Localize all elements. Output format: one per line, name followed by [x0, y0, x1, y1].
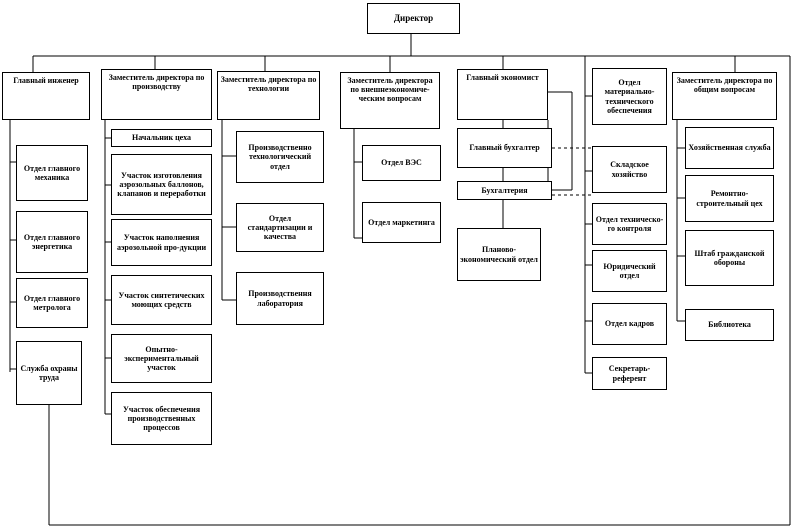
- fea-dept-box: Отдел ВЭС: [362, 145, 441, 181]
- aerosol-cylinders-box: Участок изготовления аэрозольных баллоно…: [111, 154, 212, 215]
- civil-defense-box: Штаб гражданской обороны: [685, 230, 774, 286]
- repair-shop-box: Ремонтно-строительный цех: [685, 175, 774, 222]
- prod-tech-dept-box: Производственно технологический отдел: [236, 131, 324, 183]
- chief-economist-label: Главный экономист: [466, 73, 539, 82]
- chief-accountant-label: Главный бухгалтер: [469, 143, 540, 153]
- deputy-general-box: Заместитель директора по общим вопросам: [672, 72, 777, 120]
- tech-control-box: Отдел техническо-го контроля: [592, 203, 667, 245]
- deputy-foreign-label: Заместитель директора по внешнеэкономиче…: [347, 76, 433, 104]
- aerosol-filling-label: Участок наполнения аэрозольной про-дукци…: [116, 233, 207, 252]
- chief-engineer-label: Главный инженер: [13, 76, 79, 85]
- energy-dept-label: Отдел главного энергетика: [23, 232, 81, 251]
- director-label: Директор: [393, 13, 434, 24]
- repair-shop-label: Ремонтно-строительный цех: [696, 189, 763, 208]
- accounting-label: Бухгалтерия: [481, 185, 528, 195]
- hr-dept-label: Отдел кадров: [604, 319, 655, 329]
- labor-safety-label: Служба охраны труда: [20, 363, 78, 382]
- detergents-box: Участок синтетических моющих средств: [111, 275, 212, 325]
- deputy-technology-box: Заместитель директора по технологии: [217, 71, 320, 120]
- household-box: Хозяйственная служба: [685, 127, 774, 169]
- marketing-box: Отдел маркетинга: [362, 202, 441, 243]
- warehouse-box: Складское хозяйство: [592, 146, 667, 193]
- detergents-label: Участок синтетических моющих средств: [118, 290, 205, 309]
- legal-dept-label: Юридический отдел: [603, 261, 656, 280]
- mechanic-dept-label: Отдел главного механика: [23, 163, 81, 182]
- supply-dept-label: Отдел материально-технического обеспечен…: [604, 78, 655, 115]
- deputy-production-box: Заместитель директора по производству: [101, 69, 212, 120]
- aerosol-cylinders-label: Участок изготовления аэрозольных баллоно…: [117, 170, 206, 199]
- shop-head-label: Начальник цеха: [132, 133, 191, 143]
- fea-dept-label: Отдел ВЭС: [381, 158, 422, 168]
- deputy-production-label: Заместитель директора по производству: [108, 73, 205, 92]
- standardization-label: Отдел стандартизации и качества: [247, 213, 313, 242]
- mechanic-dept-box: Отдел главного механика: [16, 145, 88, 201]
- deputy-foreign-box: Заместитель директора по внешнеэкономиче…: [340, 72, 440, 129]
- library-label: Библиотека: [708, 320, 751, 330]
- hr-dept-box: Отдел кадров: [592, 303, 667, 345]
- experimental-label: Опытно-экспериментальный участок: [124, 344, 199, 373]
- chief-engineer-box: Главный инженер: [2, 72, 90, 120]
- chief-economist-box: Главный экономист: [457, 69, 548, 120]
- household-label: Хозяйственная служба: [688, 143, 771, 153]
- legal-dept-box: Юридический отдел: [592, 250, 667, 292]
- tech-control-label: Отдел техническо-го контроля: [595, 214, 664, 233]
- process-support-label: Участок обеспечения производственных про…: [122, 404, 201, 433]
- lab-box: Производствення лаборатория: [236, 272, 324, 325]
- standardization-box: Отдел стандартизации и качества: [236, 203, 324, 252]
- library-box: Библиотека: [685, 309, 774, 341]
- metrology-dept-box: Отдел главного метролога: [16, 278, 88, 328]
- lab-label: Производствення лаборатория: [248, 289, 312, 308]
- supply-dept-box: Отдел материально-технического обеспечен…: [592, 68, 667, 125]
- director-box: Директор: [367, 3, 460, 34]
- deputy-general-label: Заместитель директора по общим вопросам: [676, 76, 773, 95]
- energy-dept-box: Отдел главного энергетика: [16, 211, 88, 273]
- secretary-box: Секретарь-референт: [592, 357, 667, 390]
- warehouse-label: Складское хозяйство: [610, 160, 649, 179]
- deputy-technology-label: Заместитель директора по технологии: [220, 75, 317, 94]
- metrology-dept-label: Отдел главного метролога: [23, 293, 81, 312]
- accounting-box: Бухгалтерия: [457, 181, 552, 200]
- chief-accountant-box: Главный бухгалтер: [457, 128, 552, 168]
- planning-dept-label: Планово-экономический отдел: [460, 245, 538, 264]
- civil-defense-label: Штаб гражданской обороны: [694, 248, 765, 267]
- prod-tech-dept-label: Производственно технологический отдел: [248, 143, 312, 171]
- marketing-label: Отдел маркетинга: [368, 217, 435, 227]
- planning-dept-box: Планово-экономический отдел: [457, 228, 541, 281]
- experimental-box: Опытно-экспериментальный участок: [111, 334, 212, 383]
- secretary-label: Секретарь-референт: [608, 364, 651, 383]
- shop-head-box: Начальник цеха: [111, 129, 212, 147]
- process-support-box: Участок обеспечения производственных про…: [111, 392, 212, 445]
- labor-safety-box: Служба охраны труда: [16, 341, 82, 405]
- aerosol-filling-box: Участок наполнения аэрозольной про-дукци…: [111, 219, 212, 266]
